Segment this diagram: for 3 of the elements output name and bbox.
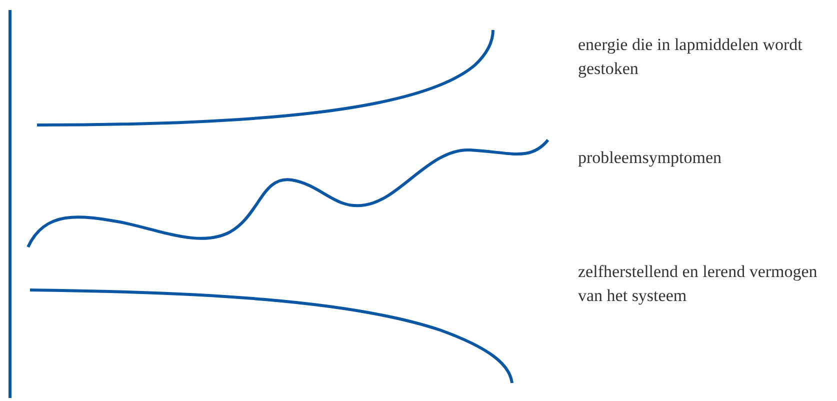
curve-label: probleemsymptomen (578, 147, 723, 169)
curve-label: energie die in lapmiddelen wordt gestoken (578, 34, 804, 80)
curve-label: zelfherstellend en lerend vermogen van het systeem (578, 261, 818, 307)
